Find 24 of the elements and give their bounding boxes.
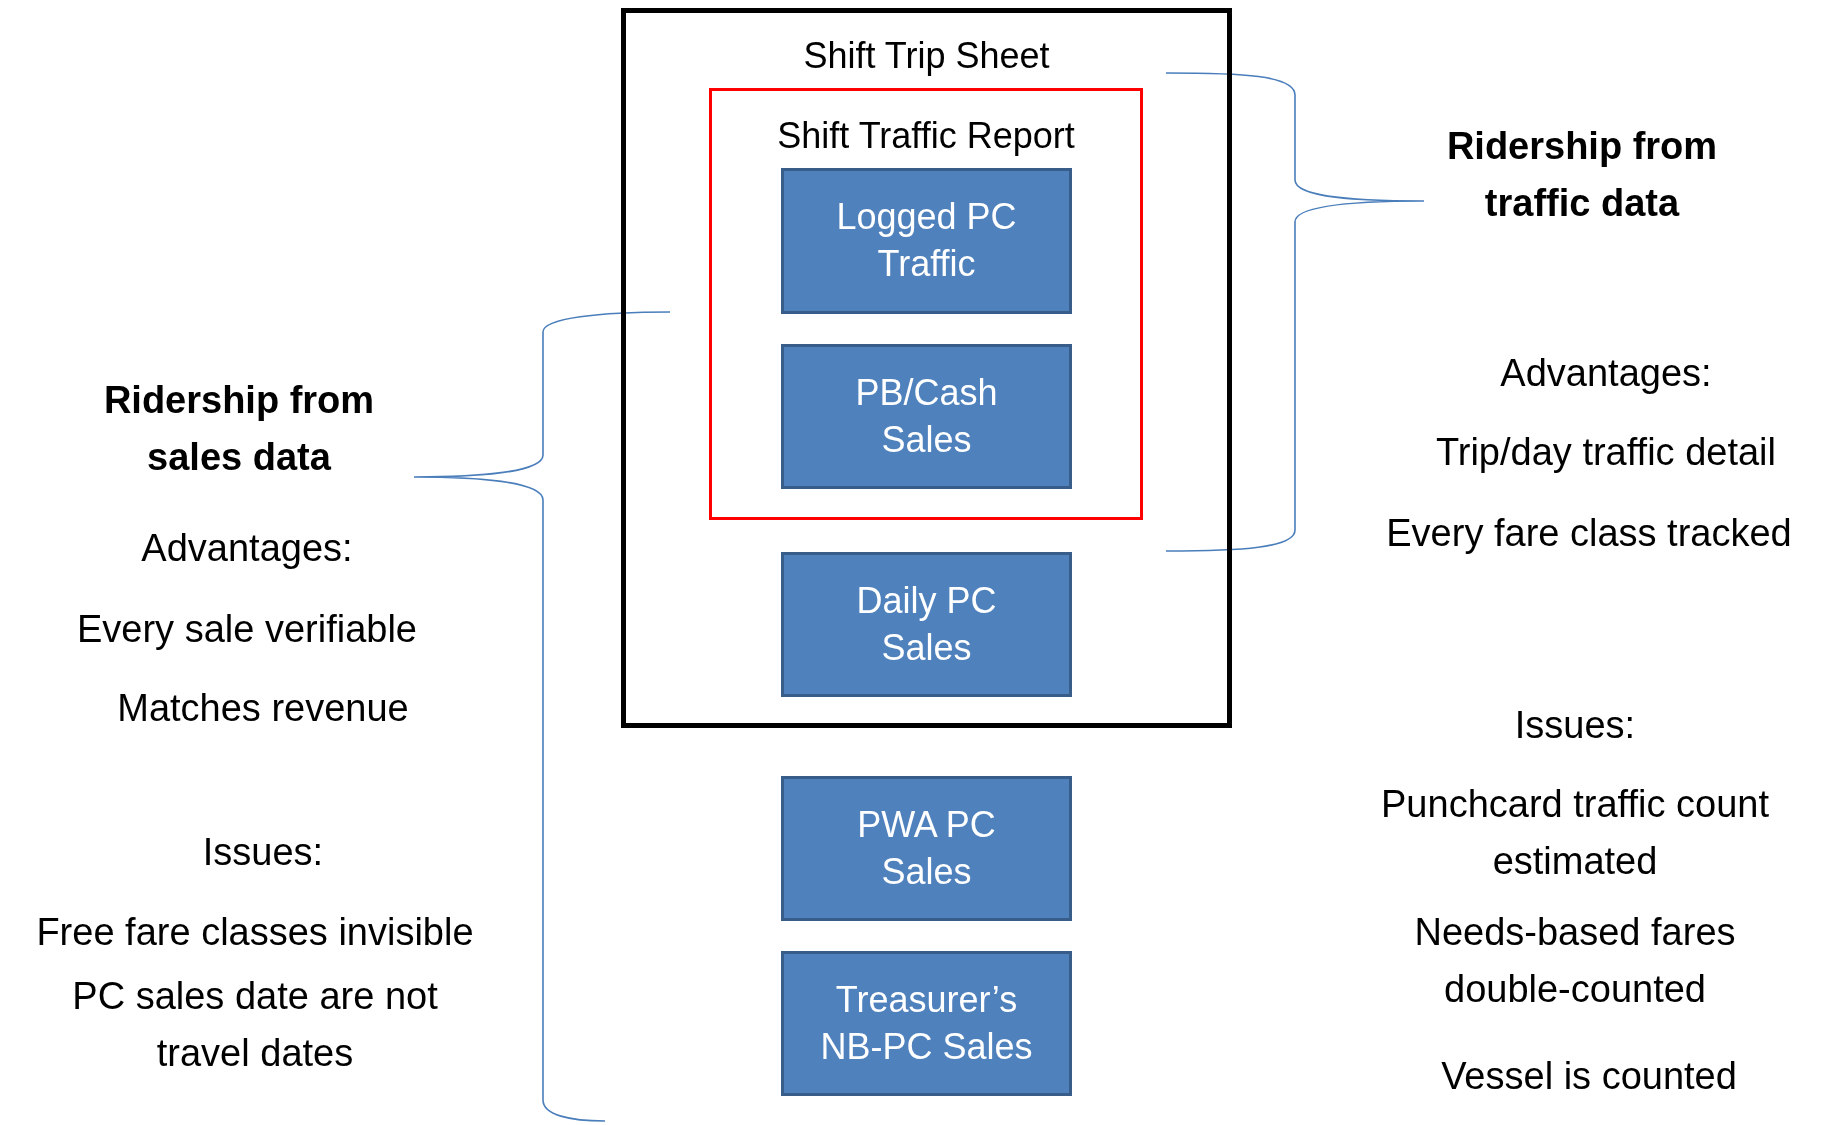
frame-title: Shift Traffic Report (777, 114, 1075, 158)
annotation-text: Every fare class tracked (1385, 511, 1793, 556)
annotation-text: Needs-based fares double-counted (1413, 910, 1737, 1012)
process-box: Daily PC Sales (781, 552, 1072, 697)
annotation-text: Trip/day traffic detail (1434, 430, 1777, 475)
annotation-heading: Ridership from traffic data (1445, 124, 1719, 226)
annotation-heading: Ridership from sales data (102, 378, 376, 480)
process-box: Treasurer’s NB-PC Sales (781, 951, 1072, 1096)
annotation-text: Free fare classes invisible (35, 910, 475, 955)
process-box: PWA PC Sales (781, 776, 1072, 921)
sheet-frame (621, 8, 1232, 728)
process-box: PB/Cash Sales (781, 344, 1072, 489)
annotation-text: Punchcard traffic count estimated (1380, 782, 1770, 884)
annotation-text: Advantages: (140, 526, 354, 571)
annotation-text: Issues: (201, 830, 325, 875)
process-box: Logged PC Traffic (781, 168, 1072, 314)
frame-title: Shift Trip Sheet (803, 34, 1050, 78)
annotation-text: Matches revenue (116, 686, 410, 731)
annotation-text: Vessel is counted (1440, 1054, 1738, 1099)
annotation-text: Issues: (1513, 703, 1637, 748)
annotation-text: PC sales date are not travel dates (71, 974, 439, 1076)
annotation-text: Advantages: (1499, 351, 1713, 396)
report-frame (709, 88, 1143, 520)
annotation-text: Every sale verifiable (75, 607, 418, 652)
